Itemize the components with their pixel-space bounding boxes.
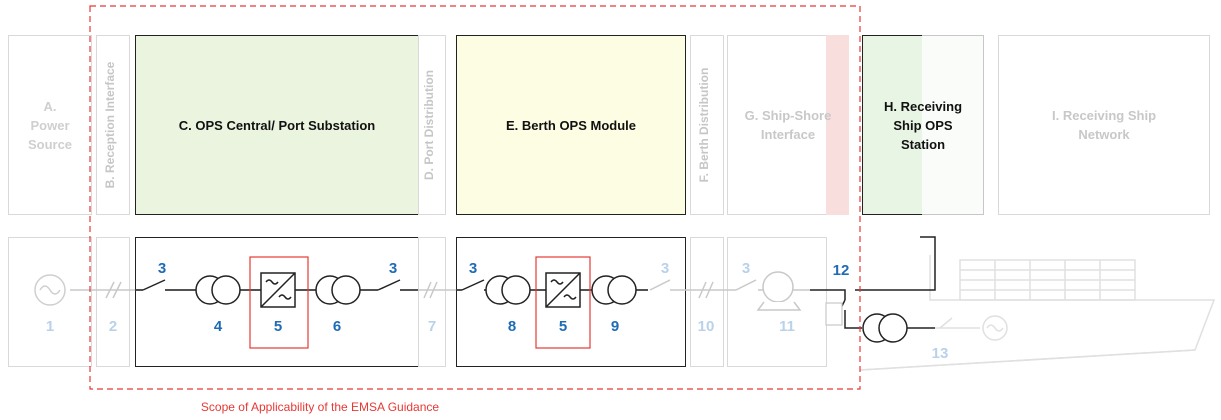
reception-breaker-icon [105, 281, 122, 299]
receiving-ops-station-label: H. Receiving Ship OPS Station [883, 98, 963, 152]
generator-box [8, 237, 92, 367]
plug-icon [825, 302, 843, 326]
switch-icon [461, 279, 485, 291]
component-number-1: 1 [45, 318, 55, 335]
receiving-ops-station-fade [922, 35, 984, 215]
berth-circuit-box [456, 237, 686, 367]
berth-breaker-icon [698, 281, 714, 299]
receiving-ship-network-label: I. Receiving Ship Network [1051, 108, 1157, 142]
ship-shore-circuit-box [727, 237, 827, 367]
transformer-13-icon [862, 313, 908, 343]
component-number-5a: 5 [273, 318, 283, 335]
transformer-6-icon [315, 275, 361, 305]
component-number-3c: 3 [468, 260, 478, 277]
ship-silhouette-icon [859, 255, 1216, 371]
port-distribution-circuit-box [418, 237, 446, 367]
berth-ops-module-box [456, 35, 686, 215]
component-number-3a: 3 [157, 260, 167, 277]
component-number-8: 8 [507, 318, 517, 335]
switch-icon [735, 279, 757, 291]
receiving-ship-network-box [998, 35, 1210, 215]
reception-interface-box [96, 35, 130, 215]
ops-central-substation-label: C. OPS Central/ Port Substation [178, 117, 376, 133]
converter-frame [249, 256, 309, 349]
component-number-3d: 3 [660, 260, 670, 277]
port-distribution-box [418, 35, 446, 215]
component-number-5b: 5 [558, 318, 568, 335]
component-number-4: 4 [213, 318, 223, 335]
component-number-7: 7 [427, 318, 437, 335]
component-number-9: 9 [610, 318, 620, 335]
reception-breaker-box [96, 237, 130, 367]
transformer-8-icon [485, 275, 531, 305]
converter-5a-icon [260, 272, 296, 308]
switch-icon [649, 279, 671, 291]
scope-boundary [89, 5, 861, 390]
berth-distribution-circuit-box [690, 237, 724, 367]
berth-ops-module-label: E. Berth OPS Module [505, 117, 636, 133]
scope-caption: Scope of Applicability of the EMSA Guida… [200, 400, 440, 414]
transformer-9-icon [591, 275, 637, 305]
power-source-label: A. Power Source [27, 98, 73, 152]
cable-reel-icon [756, 271, 802, 311]
port-breaker-icon [423, 281, 438, 299]
component-number-11: 11 [779, 318, 795, 335]
converter-5b-icon [545, 272, 581, 308]
transformer-4-icon [195, 275, 241, 305]
switch-icon [142, 279, 166, 291]
component-number-10: 10 [697, 318, 715, 335]
power-source-box [8, 35, 92, 215]
ship-shore-interface-label: G. Ship-Shore Interface [744, 108, 832, 142]
switch-icon [377, 279, 401, 291]
component-number-2: 2 [108, 318, 118, 335]
component-number-3e: 3 [741, 260, 751, 277]
berth-distribution-box [690, 35, 724, 215]
converter-frame [535, 256, 591, 349]
ship-generator-icon [935, 315, 1008, 341]
component-number-12: 12 [832, 262, 850, 279]
component-number-3b: 3 [388, 260, 398, 277]
component-number-13: 13 [931, 345, 949, 362]
ship-shore-red-overlay [826, 35, 849, 215]
component-number-6: 6 [332, 318, 342, 335]
